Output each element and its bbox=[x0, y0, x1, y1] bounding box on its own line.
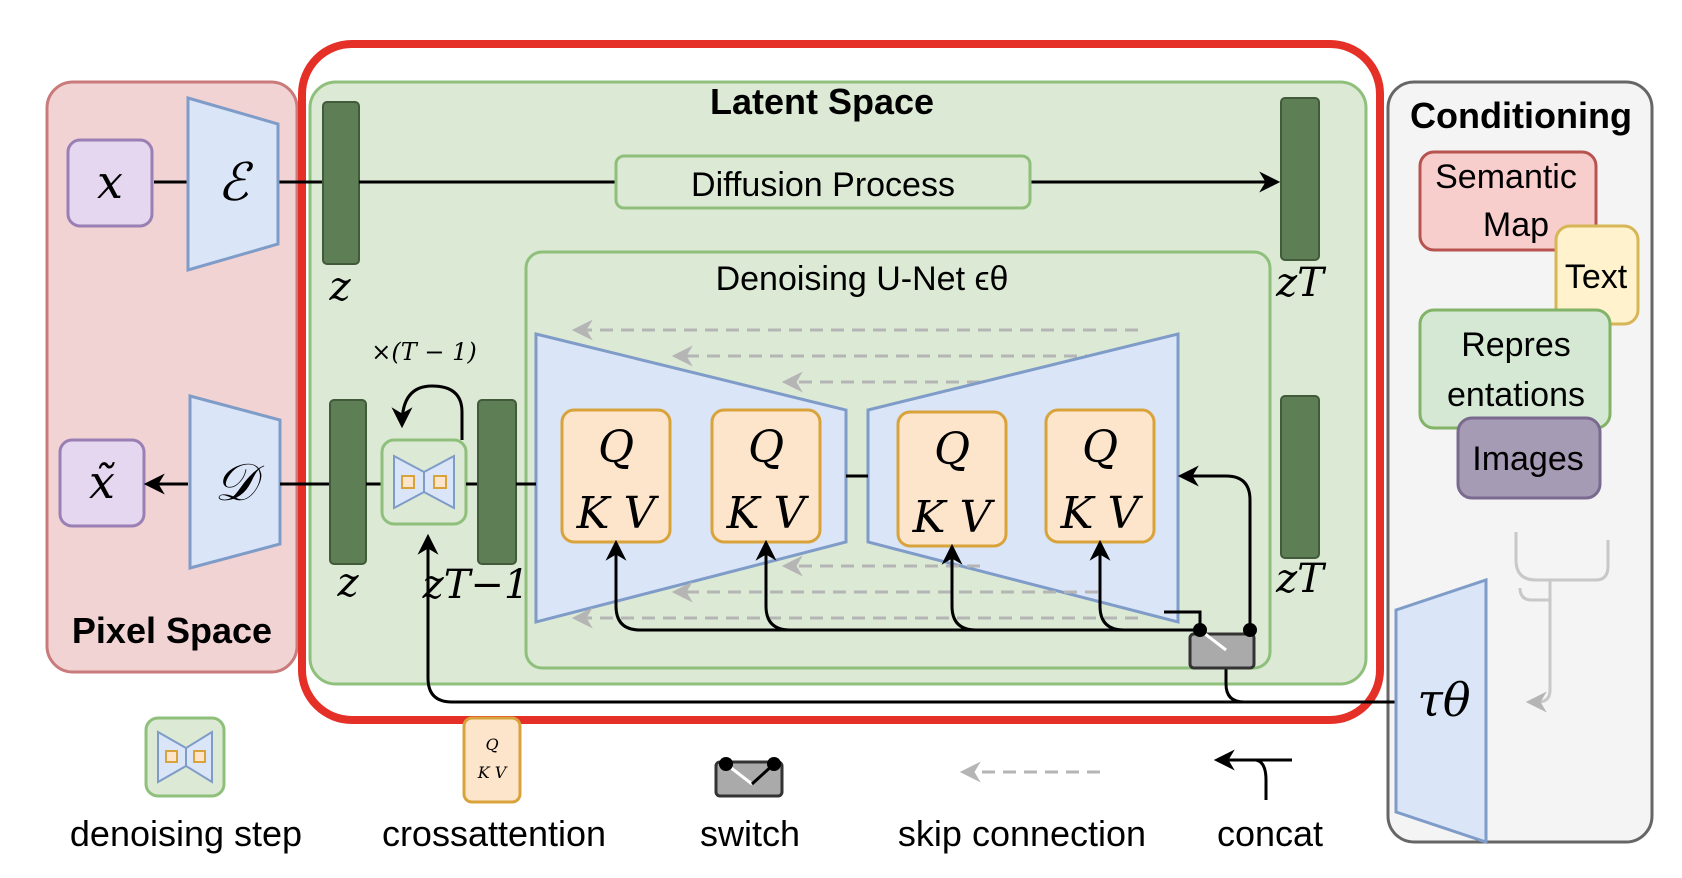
legend-concat-label: concat bbox=[1217, 813, 1323, 854]
skip-connections-top bbox=[571, 319, 1138, 393]
attention-q: Q bbox=[1082, 422, 1118, 473]
attention-q: Q bbox=[598, 422, 634, 473]
denoising-step-block bbox=[380, 438, 468, 526]
repeat-label: ×(T − 1) bbox=[371, 338, 476, 366]
input-x: x bbox=[66, 138, 154, 228]
output-x-tilde: x̃ bbox=[58, 438, 146, 528]
output-x-tilde-label: x̃ bbox=[89, 455, 115, 509]
legend-switch-label: switch bbox=[700, 813, 800, 854]
latent-space-title: Latent Space bbox=[710, 81, 934, 122]
legend-crossattention: Q K V crossattention bbox=[382, 716, 606, 854]
diffusion-process-label: Diffusion Process bbox=[691, 166, 955, 204]
attention-block: Q K V bbox=[1044, 408, 1156, 544]
cond-representations: Repres entations bbox=[1418, 308, 1612, 430]
conditioning-title: Conditioning bbox=[1410, 95, 1632, 136]
attention-q: Q bbox=[748, 422, 784, 473]
attention-kv: K V bbox=[726, 488, 810, 539]
cond-text-label: Text bbox=[1565, 258, 1628, 296]
attention-block: Q K V bbox=[710, 408, 822, 544]
legend-denoising-step-label: denoising step bbox=[70, 813, 302, 854]
tau-encoder: τθ bbox=[1394, 577, 1488, 845]
legend-crossattention-kv: K V bbox=[477, 763, 508, 782]
attention-kv: K V bbox=[912, 492, 996, 543]
cond-repr-line-2: entations bbox=[1447, 376, 1585, 414]
legend: denoising step Q K V crossattention swit… bbox=[70, 716, 1323, 854]
legend-switch: switch bbox=[700, 757, 800, 854]
cond-images-label: Images bbox=[1472, 440, 1584, 478]
cond-semantic-map: Semantic Map bbox=[1418, 150, 1598, 252]
legend-denoising-step: denoising step bbox=[70, 716, 302, 854]
input-x-label: x bbox=[97, 155, 123, 209]
cond-images: Images bbox=[1456, 416, 1602, 500]
latent-z-bottom-label: z bbox=[336, 560, 359, 606]
diffusion-process-box: Diffusion Process bbox=[614, 154, 1032, 210]
cond-repr-line-1: Repres bbox=[1461, 326, 1571, 364]
attention-kv: K V bbox=[1060, 488, 1144, 539]
latent-z-top-label: z bbox=[328, 264, 351, 310]
conditioning-merge-arrow bbox=[1514, 532, 1610, 713]
attention-block: Q K V bbox=[560, 408, 672, 544]
legend-concat: concat bbox=[1213, 749, 1323, 854]
attention-kv: K V bbox=[576, 488, 660, 539]
pixel-space-title: Pixel Space bbox=[72, 610, 272, 651]
latent-z-top bbox=[322, 101, 360, 265]
attention-block: Q K V bbox=[896, 410, 1008, 548]
legend-skip-connection-label: skip connection bbox=[898, 813, 1146, 854]
conditioning-paths bbox=[417, 465, 1396, 704]
cond-text: Text bbox=[1554, 224, 1640, 326]
legend-skip-connection: skip connection bbox=[898, 761, 1146, 854]
encoder-label: ℰ bbox=[217, 153, 253, 213]
cond-semantic-line-2: Map bbox=[1483, 206, 1549, 244]
latent-zT-bottom-label: zT bbox=[1275, 556, 1327, 602]
switch bbox=[1188, 623, 1257, 670]
skip-connections-bottom bbox=[571, 555, 1138, 629]
unet-title: Denoising U-Net ϵθ bbox=[716, 260, 1009, 298]
latent-zT-top bbox=[1280, 97, 1320, 261]
encoder: ℰ bbox=[186, 96, 280, 272]
latent-zT-minus-1-label: zT−1 bbox=[422, 562, 530, 608]
tau-label: τθ bbox=[1417, 673, 1470, 727]
latent-z-bottom bbox=[329, 399, 367, 565]
highlight-frame bbox=[298, 40, 1384, 724]
legend-crossattention-label: crossattention bbox=[382, 813, 606, 854]
decoder: 𝒟 bbox=[188, 394, 282, 570]
legend-crossattention-q: Q bbox=[485, 735, 498, 754]
cond-semantic-line-1: Semantic bbox=[1435, 158, 1577, 196]
latent-zT-bottom bbox=[1280, 395, 1320, 559]
latent-zT-top-label: zT bbox=[1275, 260, 1327, 306]
latent-zT-minus-1 bbox=[477, 399, 517, 565]
attention-q: Q bbox=[934, 424, 970, 475]
